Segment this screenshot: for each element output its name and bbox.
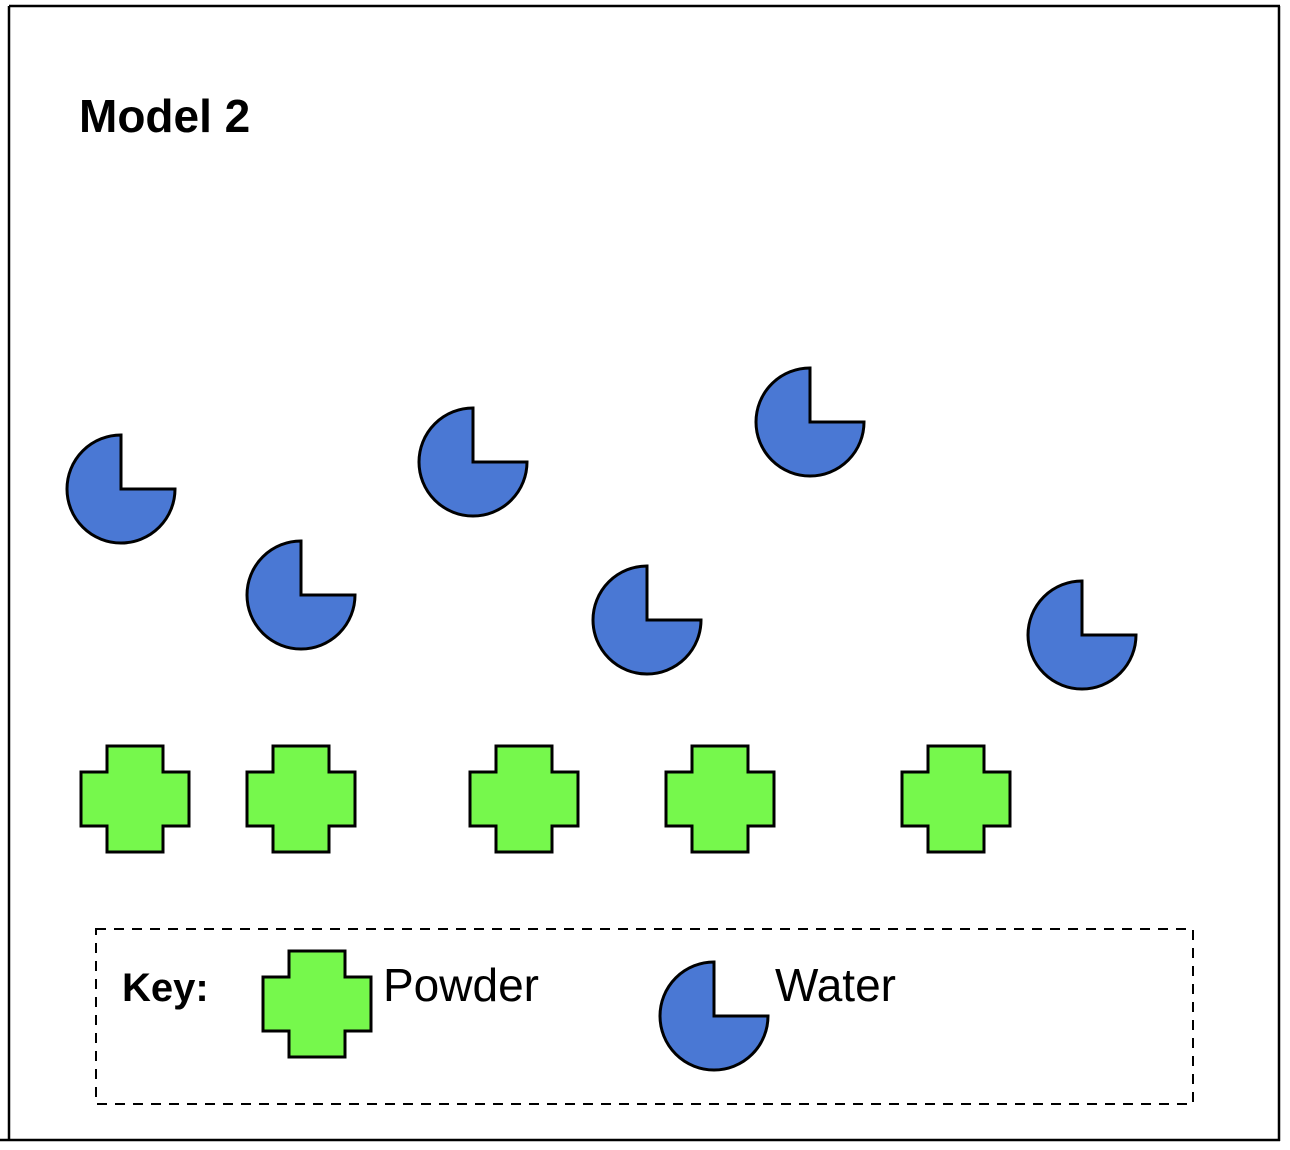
powder-particle-icon <box>79 744 191 854</box>
powder-particle-icon <box>245 744 357 854</box>
key-label: Key: <box>122 966 209 1010</box>
key-box <box>95 928 1194 1105</box>
water-particle-icon <box>245 539 357 651</box>
powder-particle-icon <box>664 744 776 854</box>
key-water-icon <box>658 960 770 1072</box>
water-particle-icon <box>591 564 703 676</box>
key-powder-label: Powder <box>383 959 539 1011</box>
water-particle-icon <box>417 406 529 518</box>
water-particle-icon <box>754 366 866 478</box>
water-particle-icon <box>65 433 177 545</box>
powder-particle-icon <box>468 744 580 854</box>
key-water-label: Water <box>775 959 896 1011</box>
powder-particle-icon <box>900 744 1012 854</box>
particles <box>65 366 1138 854</box>
water-particle-icon <box>1026 579 1138 691</box>
diagram-title: Model 2 <box>79 90 250 142</box>
key-symbols <box>261 949 770 1072</box>
key-powder-icon <box>261 949 373 1059</box>
